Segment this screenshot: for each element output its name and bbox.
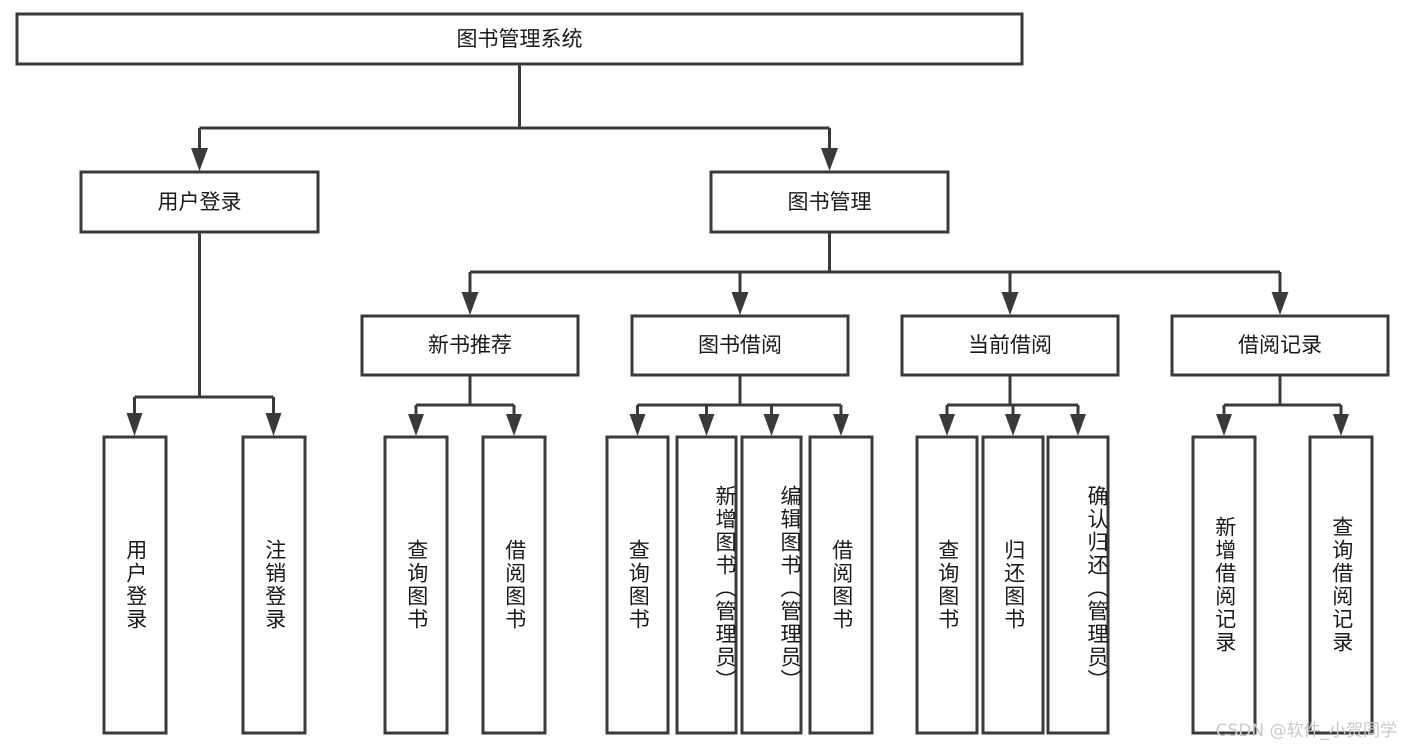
node-borrow-record-box[interactable] bbox=[1170, 314, 1390, 377]
connector-group-borrow-record bbox=[1216, 375, 1349, 436]
connector-group-root bbox=[191, 64, 838, 171]
leaf-query-book-recommend-box[interactable] bbox=[383, 435, 449, 735]
node-root-box[interactable] bbox=[15, 12, 1024, 66]
arrow-head-borrow-record bbox=[1271, 292, 1289, 315]
arrow-head-leaf-query-borrow-record bbox=[1333, 414, 1349, 436]
arrow-head-leaf-edit-book-admin bbox=[763, 414, 780, 436]
leaf-query-book-borrow-box[interactable] bbox=[605, 435, 670, 735]
leaf-user-login-box[interactable] bbox=[102, 435, 168, 735]
node-user-login[interactable]: 用户登录 bbox=[79, 170, 320, 234]
node-new-book-recommend-box[interactable] bbox=[360, 314, 580, 377]
arrow-head-new-book-recommend bbox=[461, 292, 479, 315]
leaf-edit-book-admin-box[interactable] bbox=[740, 435, 803, 735]
node-book-borrow-label: 图书借阅 bbox=[698, 333, 782, 357]
arrow-head-leaf-return-book bbox=[1005, 414, 1021, 436]
node-book-borrow-box[interactable] bbox=[630, 314, 850, 377]
leaf-return-book-box[interactable] bbox=[981, 435, 1045, 735]
watermark-text: CSDN @软件_小贺同学 bbox=[1215, 721, 1397, 741]
arrow-head-leaf-borrow-book-recommend bbox=[506, 414, 522, 436]
node-borrow-record[interactable]: 借阅记录 bbox=[1170, 314, 1390, 377]
node-book-management[interactable]: 图书管理 bbox=[709, 170, 950, 234]
leaf-confirm-return-admin-box[interactable] bbox=[1046, 435, 1110, 735]
connector-group-current-borrow bbox=[939, 375, 1086, 436]
arrow-head-current-borrow bbox=[1001, 292, 1019, 315]
node-root[interactable]: 图书管理系统 bbox=[15, 12, 1024, 66]
node-book-management-label: 图书管理 bbox=[788, 190, 872, 214]
arrow-head-leaf-query-book-borrow bbox=[629, 414, 646, 436]
arrow-head-leaf-add-borrow-record bbox=[1216, 414, 1232, 436]
leaf-add-borrow-record-box[interactable] bbox=[1191, 435, 1257, 735]
node-new-book-recommend[interactable]: 新书推荐 bbox=[360, 314, 580, 377]
arrow-head-leaf-query-book-recommend bbox=[408, 414, 424, 436]
arrow-head-leaf-logout-login bbox=[265, 413, 282, 436]
leaf-boxes bbox=[102, 435, 1374, 735]
arrow-head-leaf-user-login bbox=[126, 413, 143, 436]
node-user-login-box[interactable] bbox=[79, 170, 320, 234]
node-current-borrow-label: 当前借阅 bbox=[968, 333, 1052, 357]
node-current-borrow[interactable]: 当前借阅 bbox=[900, 314, 1120, 377]
arrow-head-leaf-confirm-return-admin bbox=[1070, 414, 1086, 436]
leaf-add-book-admin-box[interactable] bbox=[675, 435, 738, 735]
leaf-query-borrow-record-box[interactable] bbox=[1308, 435, 1374, 735]
node-root-label: 图书管理系统 bbox=[457, 27, 583, 51]
connector-group-user-login bbox=[126, 232, 282, 436]
node-book-borrow[interactable]: 图书借阅 bbox=[630, 314, 850, 377]
arrow-head-leaf-add-book-admin bbox=[698, 414, 715, 436]
node-user-login-label: 用户登录 bbox=[158, 190, 242, 214]
node-current-borrow-box[interactable] bbox=[900, 314, 1120, 377]
arrow-head-book-borrow bbox=[731, 292, 749, 315]
node-book-management-box[interactable] bbox=[709, 170, 950, 234]
node-new-book-recommend-label: 新书推荐 bbox=[428, 333, 512, 357]
leaf-query-book-current-box[interactable] bbox=[915, 435, 979, 735]
leaf-logout-login-box[interactable] bbox=[241, 435, 307, 735]
arrow-head-leaf-borrow-book bbox=[833, 414, 849, 436]
arrow-head-leaf-query-book-current bbox=[939, 414, 955, 436]
connector-group-new-book-recommend bbox=[408, 375, 522, 436]
connector-group-book-borrow bbox=[629, 375, 849, 436]
arrow-head-book-management bbox=[821, 148, 838, 171]
leaf-borrow-book-box[interactable] bbox=[808, 435, 874, 735]
node-borrow-record-label: 借阅记录 bbox=[1238, 333, 1322, 357]
leaf-borrow-book-recommend-box[interactable] bbox=[481, 435, 547, 735]
connector-group-book-management bbox=[461, 232, 1289, 315]
arrow-head-user-login bbox=[191, 148, 208, 171]
